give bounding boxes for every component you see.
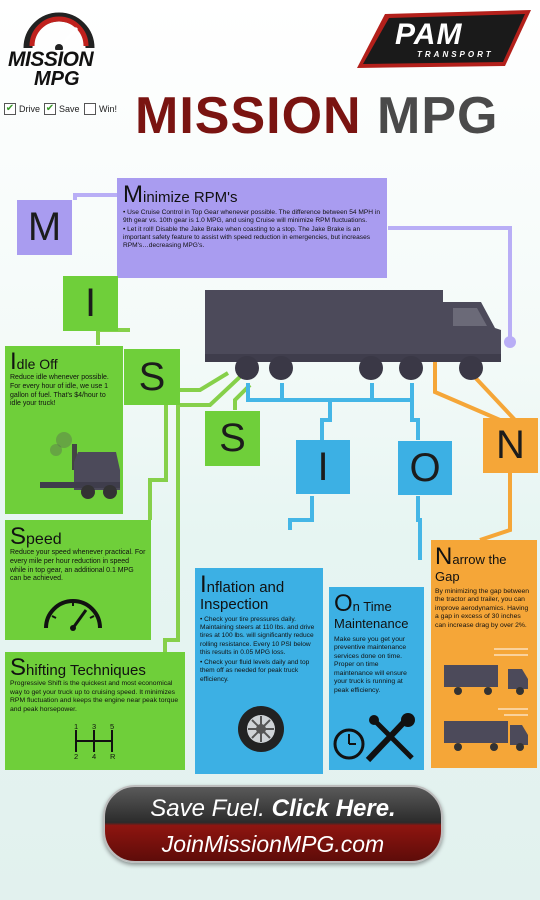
- truck-gap-icons: [444, 648, 528, 751]
- check-drive: ✔Drive: [4, 103, 41, 115]
- ontime-title: On Time Maintenance: [334, 590, 409, 632]
- minimize-rpm-tip-2: • Let it roll! Disable the Jake Brake wh…: [123, 225, 371, 250]
- join-mission-mpg-button[interactable]: Save Fuel. Click Here. JoinMissionMPG.co…: [103, 785, 443, 863]
- tire-icon: [238, 706, 284, 752]
- checkmark-icon: ✔: [44, 103, 56, 115]
- speedometer-gauge-icon: [44, 599, 102, 631]
- idle-off-body: Reduce idle whenever possible. For every…: [10, 374, 109, 408]
- letter-s-tile-1: S: [124, 349, 180, 405]
- logo-text-mpg: MPG: [34, 68, 80, 90]
- letter-s-tile-2: S: [205, 411, 260, 466]
- checkmark-icon: ✔: [4, 103, 16, 115]
- clock-and-tools-icon: [333, 713, 415, 763]
- narrow-body: By minimizing the gap between the tracto…: [435, 587, 530, 629]
- speed-title: Speed: [10, 523, 62, 550]
- inflation-title: Inflation and Inspection: [200, 571, 285, 614]
- letter-i-tile: I: [63, 276, 118, 331]
- shifting-body: Progressive Shift is the quickest and mo…: [10, 680, 179, 713]
- title-mission: MISSION: [135, 87, 362, 145]
- minimize-rpm-tip-1: • Use Cruise Control in Top Gear wheneve…: [123, 209, 381, 225]
- cta-line-1: Save Fuel. Click Here.: [150, 795, 396, 822]
- title-mpg: MPG: [377, 87, 499, 145]
- minimize-rpm-title: Minimize RPM's: [123, 181, 238, 208]
- gear-shift-pattern-icon: 1 3 5 2 4 R: [74, 722, 116, 761]
- pam-text: PAM: [395, 18, 463, 51]
- pam-banner-shape: [357, 10, 531, 68]
- check-save: ✔Save: [44, 103, 80, 115]
- truck-illustration: [205, 290, 501, 380]
- mission-mpg-logo[interactable]: MISSION MPG: [4, 8, 116, 120]
- minimize-rpm-card: Minimize RPM's • Use Cruise Control in T…: [117, 178, 387, 278]
- speed-body: Reduce your speed whenever practical. Fo…: [10, 549, 146, 583]
- empty-checkbox-icon: [84, 103, 96, 115]
- logo-text-mission: MISSION: [8, 48, 94, 71]
- pam-transport-logo[interactable]: PAM TRANSPORT: [355, 8, 533, 70]
- narrow-title: Narrow the Gap: [435, 543, 507, 585]
- inflation-tip-2: • Check your fluid levels daily and top …: [200, 659, 310, 683]
- inflation-tip-1: • Check your tire pressures daily. Maint…: [200, 615, 315, 656]
- check-win: Win!: [84, 103, 117, 115]
- on-time-maintenance-card: On Time Maintenance Make sure you get yo…: [329, 587, 424, 770]
- page-title: MISSION MPG: [135, 86, 498, 146]
- letter-o-tile: O: [398, 441, 452, 495]
- letter-i-tile-2: I: [296, 440, 350, 494]
- speedometer-icon: [23, 12, 95, 50]
- idle-off-title: Idle Off: [10, 348, 58, 375]
- letter-n-tile: N: [483, 418, 538, 473]
- letter-m-tile: M: [17, 200, 72, 255]
- transport-text: TRANSPORT: [417, 50, 494, 59]
- shifting-title: Shifting Techniques: [10, 654, 146, 681]
- idling-truck-icon: [40, 432, 120, 499]
- cta-url: JoinMissionMPG.com: [161, 831, 385, 857]
- ontime-body: Make sure you get your preventive mainte…: [334, 635, 407, 694]
